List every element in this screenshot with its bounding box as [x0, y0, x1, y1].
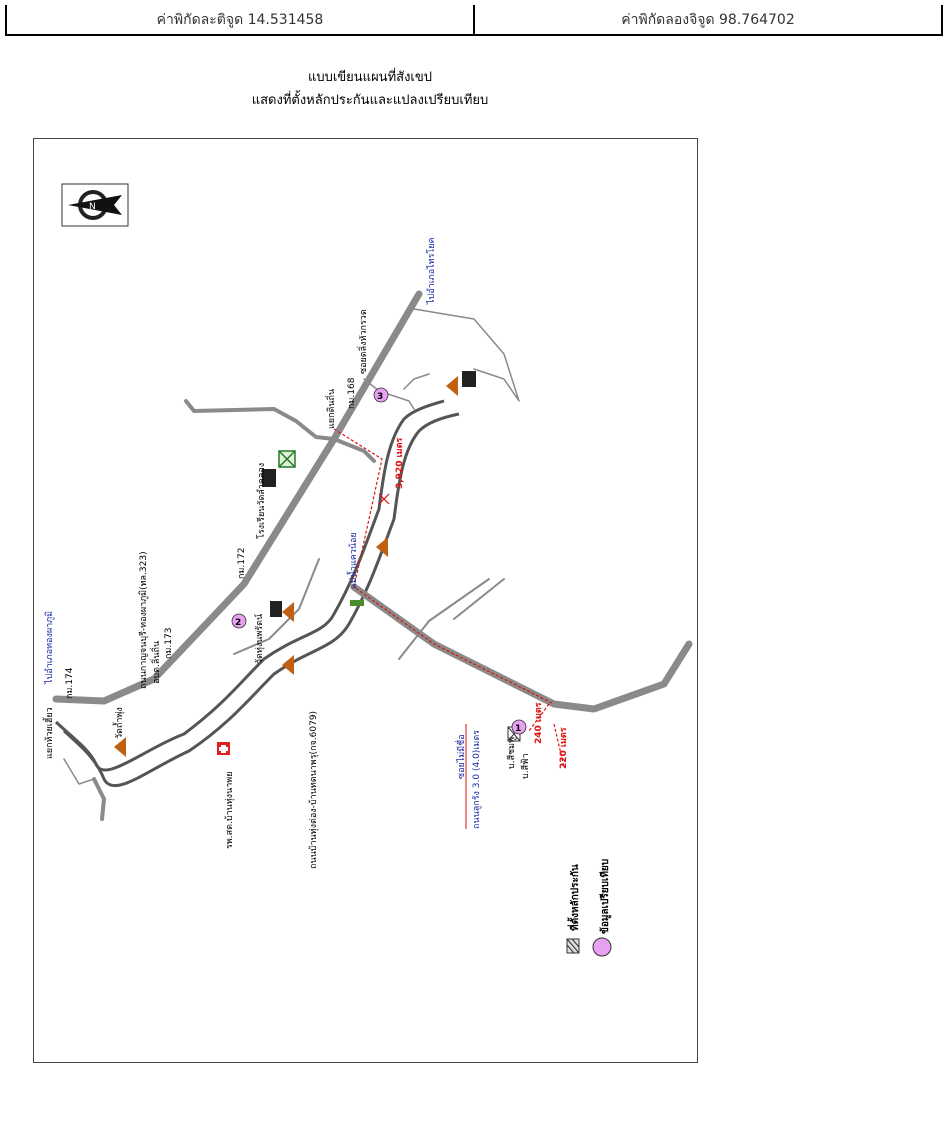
- label-yaek-huai-long: แยกห้วยเฮี้ยว: [42, 707, 55, 759]
- label-wat-2: วัดทุ่งนพรัตน์: [253, 614, 265, 664]
- label-km174: กม.174: [65, 667, 75, 699]
- coordinate-bar: ค่าพิกัดละติจูด 14.531458 ค่าพิกัดลองจิจ…: [5, 5, 943, 36]
- label-km172: กม.172: [237, 548, 247, 579]
- marker-1-label: 1: [515, 724, 521, 734]
- label-sub-district-office: อบต.ลิ่นถิ่น: [149, 641, 162, 684]
- label-road-323: ถนนกาญจนบุรี-ทองผาภูมิ(ทล.323): [138, 551, 149, 689]
- map-title: แบบเขียนแผนที่สังเขป: [307, 70, 433, 85]
- longitude-label: ค่าพิกัดลองจิจูด 98.764702: [621, 11, 795, 28]
- label-school-1: โรงเรียนวัดลำคลอง: [256, 463, 267, 539]
- label-road-width: ถนนลูกรัง 3.0 (4.0)เมตร: [472, 730, 482, 829]
- sketch-map: N: [42, 183, 693, 957]
- svg-text:N: N: [89, 202, 96, 212]
- north-arrow-icon: N: [61, 183, 129, 227]
- school-icon: [262, 371, 476, 617]
- hospital-icon: [217, 742, 230, 755]
- temple-icon: [114, 376, 458, 757]
- legend-comparison: ข้อมูลเปรียบเทียบ: [599, 859, 612, 934]
- label-dist-220: 220 เมตร: [559, 727, 569, 769]
- road-network: [52, 290, 693, 821]
- label-junction-168: แยกดินถิ่น: [324, 389, 337, 429]
- comparison-marker: [231, 387, 527, 735]
- map-frame: N: [33, 138, 698, 1063]
- label-road-6079: ถนนบ้านทุ่งต่อง-บ้านทดนาพรุ(กจ.6079): [308, 711, 319, 869]
- label-neighbor-2: บ.สีฟ้า: [520, 754, 531, 780]
- latitude-label: ค่าพิกัดละติจูด 14.531458: [7, 5, 475, 34]
- label-dist-240: 240 เมตร: [534, 702, 544, 744]
- legend: ที่ตั้งหลักประกัน ข้อมูลเปรียบเทียบ: [566, 859, 612, 957]
- measure-route: [333, 428, 565, 768]
- marker-2-label: 2: [235, 618, 241, 628]
- label-river-name: แม่น้ำแควน้อย: [346, 532, 359, 589]
- label-local-road: ซอยไม่มีชื่อ: [454, 734, 467, 779]
- label-hospital: รพ.สต.บ้านทุ่งนาพย: [224, 772, 235, 849]
- label-to-sai-yok: ไปอำเภอไทรโยค: [426, 237, 437, 305]
- legend-collateral: ที่ตั้งหลักประกัน: [567, 864, 581, 931]
- label-km168: กม.168: [347, 377, 357, 409]
- label-neighbor-1: บ.สีชมพู: [506, 737, 517, 769]
- river: [54, 399, 460, 787]
- marker-3-label: 3: [377, 392, 383, 402]
- label-wat-tham: วัดถ้ำพุ่ง: [112, 707, 125, 739]
- label-dist-3920: 3,920 เมตร: [395, 438, 405, 489]
- map-subtitle: แสดงที่ตั้งหลักประกันและแปลงเปรียบเทียบ: [251, 93, 489, 108]
- label-to-thong-pha-phum: ไปอำเภอทองผาภูมิ: [44, 611, 55, 685]
- landmark-box-icon: [278, 450, 296, 468]
- label-km173: กม.173: [164, 628, 174, 659]
- label-soi: ซอยตลิ่งหัวกรวด: [356, 309, 369, 374]
